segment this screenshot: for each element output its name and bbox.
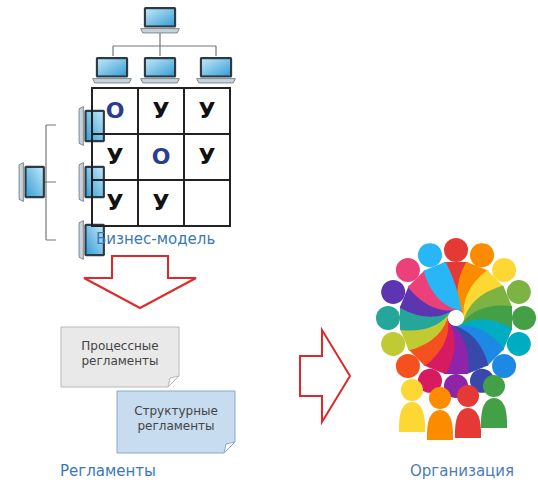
matrix-cell: У <box>138 180 184 226</box>
matrix-cell: У <box>184 88 230 134</box>
matrix-grid <box>92 88 230 226</box>
right-arrow <box>300 330 350 422</box>
matrix-cell: У <box>92 180 138 226</box>
caption-label: Регламенты <box>60 462 156 480</box>
document-text: Структурные регламенты <box>126 404 226 434</box>
matrix-cell: О <box>92 88 138 134</box>
laptop-icons <box>19 7 235 259</box>
down-arrow <box>84 256 196 308</box>
document-shape: Структурные регламенты <box>116 390 236 454</box>
matrix-cell: У <box>138 88 184 134</box>
document-text: Процессные регламенты <box>70 339 170 369</box>
caption-label: Бизнес-модель <box>96 230 215 248</box>
caption-label: Организация <box>410 462 514 480</box>
network-tree <box>36 32 216 240</box>
matrix-cell: У <box>92 134 138 180</box>
document-shape: Процессные регламенты <box>60 326 180 388</box>
matrix-cell: У <box>184 134 230 180</box>
people-circle-picture <box>376 238 536 440</box>
matrix-cell: О <box>138 134 184 180</box>
